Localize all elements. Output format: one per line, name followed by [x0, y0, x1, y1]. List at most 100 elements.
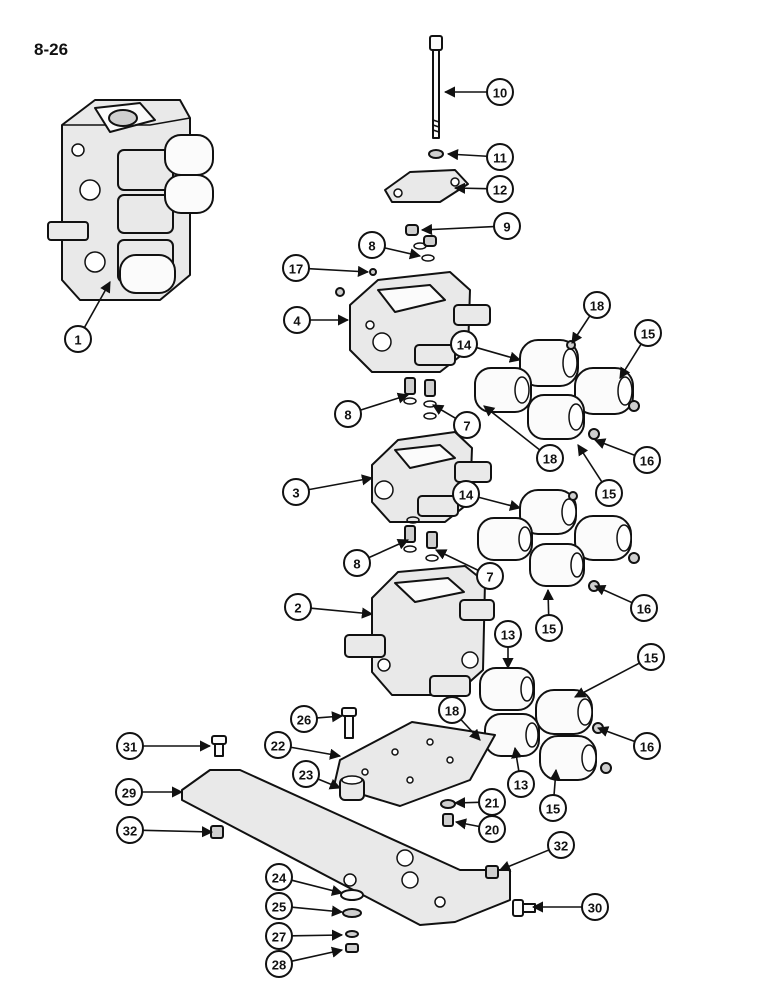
callout-c26: 26 — [290, 705, 318, 733]
callout-c9a: 9 — [493, 212, 521, 240]
callout-label: 18 — [590, 299, 604, 314]
leader-c8b — [360, 392, 410, 411]
leader-c27 — [291, 929, 344, 941]
callout-c27: 27 — [265, 922, 293, 950]
leader-c18a — [571, 315, 591, 344]
callout-c30: 30 — [581, 893, 609, 921]
springs-8-7-lower-drawing — [403, 516, 439, 562]
callout-c16b: 16 — [630, 594, 658, 622]
callout-label: 18 — [543, 452, 557, 467]
callout-label: 12 — [493, 183, 507, 198]
callout-c15a: 15 — [634, 319, 662, 347]
callout-label: 15 — [602, 487, 616, 502]
leader-c14b — [478, 496, 522, 511]
leader-c16b — [593, 585, 633, 604]
callout-label: 16 — [637, 602, 651, 617]
washer-21-drawing — [440, 799, 456, 809]
callout-label: 15 — [546, 802, 560, 817]
callout-label: 16 — [640, 454, 654, 469]
callout-label: 15 — [542, 622, 556, 637]
callout-label: 8 — [353, 557, 360, 572]
callout-c16c: 16 — [633, 732, 661, 760]
callout-c15b: 15 — [595, 479, 623, 507]
callout-c21: 21 — [478, 788, 506, 816]
callout-c22: 22 — [264, 731, 292, 759]
callout-c8a: 8 — [358, 231, 386, 259]
callout-c20: 20 — [478, 815, 506, 843]
callout-label: 11 — [493, 151, 507, 166]
leader-c28 — [291, 946, 344, 962]
callout-label: 7 — [463, 419, 470, 434]
solenoid-coils-upper-drawing — [474, 339, 640, 440]
callout-c32b: 32 — [547, 831, 575, 859]
callout-label: 30 — [588, 901, 602, 916]
bolt-26-drawing — [341, 707, 357, 739]
leader-c16c — [596, 726, 636, 743]
callout-label: 24 — [272, 871, 287, 886]
valve-section-2-drawing — [344, 565, 495, 697]
callout-c31: 31 — [116, 732, 144, 760]
callout-label: 31 — [123, 740, 137, 755]
screw-20-drawing — [442, 813, 454, 827]
bracket-29-drawing — [181, 769, 511, 926]
valve-section-4-drawing — [349, 271, 491, 373]
callout-c11: 11 — [486, 143, 514, 171]
nut-32-left-drawing — [210, 825, 224, 839]
callout-c13b: 13 — [507, 770, 535, 798]
callout-label: 14 — [457, 338, 472, 353]
callout-label: 26 — [297, 713, 311, 728]
callout-c2: 2 — [284, 593, 312, 621]
leader-c24 — [291, 879, 344, 896]
callout-label: 10 — [493, 86, 507, 101]
callout-c10: 10 — [486, 78, 514, 106]
leader-c8c — [368, 539, 410, 559]
leader-c7b — [434, 549, 479, 572]
leader-c15d — [574, 662, 640, 698]
leader-c7a — [432, 404, 457, 420]
leader-c11 — [446, 148, 488, 161]
callout-c12: 12 — [486, 175, 514, 203]
leader-c23 — [317, 778, 342, 790]
callout-label: 20 — [485, 823, 499, 838]
callout-c15d: 15 — [637, 643, 665, 671]
callout-label: 14 — [459, 488, 474, 503]
leader-c20 — [454, 818, 480, 830]
solenoid-coils-lower-drawing — [479, 667, 612, 781]
leader-c14a — [476, 346, 522, 363]
seals-9-8-drawing — [335, 224, 437, 297]
solenoid-coils-middle-drawing — [477, 489, 640, 592]
callout-label: 3 — [292, 486, 299, 501]
valve-section-3-drawing — [371, 431, 492, 523]
callout-c32a: 32 — [116, 816, 144, 844]
leader-c13b — [511, 746, 523, 772]
callout-label: 28 — [272, 958, 286, 973]
callout-label: 16 — [640, 740, 654, 755]
nut-32-right-drawing — [485, 865, 499, 879]
callout-c7b: 7 — [476, 562, 504, 590]
callout-label: 8 — [344, 408, 351, 423]
callout-label: 25 — [272, 900, 286, 915]
callout-label: 29 — [122, 786, 136, 801]
leader-c16a — [593, 438, 636, 457]
callout-label: 13 — [501, 628, 515, 643]
callout-c23: 23 — [292, 760, 320, 788]
leader-c17 — [308, 265, 370, 278]
callout-label: 13 — [514, 778, 528, 793]
callout-c8b: 8 — [334, 400, 362, 428]
callout-label: 2 — [294, 601, 301, 616]
bolt-31-drawing — [211, 735, 227, 757]
leader-c15b — [577, 444, 603, 483]
washers-24-28-drawing — [340, 889, 364, 953]
cap-12-drawing — [384, 169, 469, 203]
callout-c14b: 14 — [452, 480, 480, 508]
callout-label: 1 — [74, 333, 81, 348]
nut-11-drawing — [428, 149, 444, 159]
callout-label: 8 — [368, 239, 375, 254]
callout-label: 15 — [641, 327, 655, 342]
callout-c29: 29 — [115, 778, 143, 806]
callout-label: 15 — [644, 651, 658, 666]
springs-8-7-upper-drawing — [403, 377, 437, 420]
callout-label: 23 — [299, 768, 313, 783]
